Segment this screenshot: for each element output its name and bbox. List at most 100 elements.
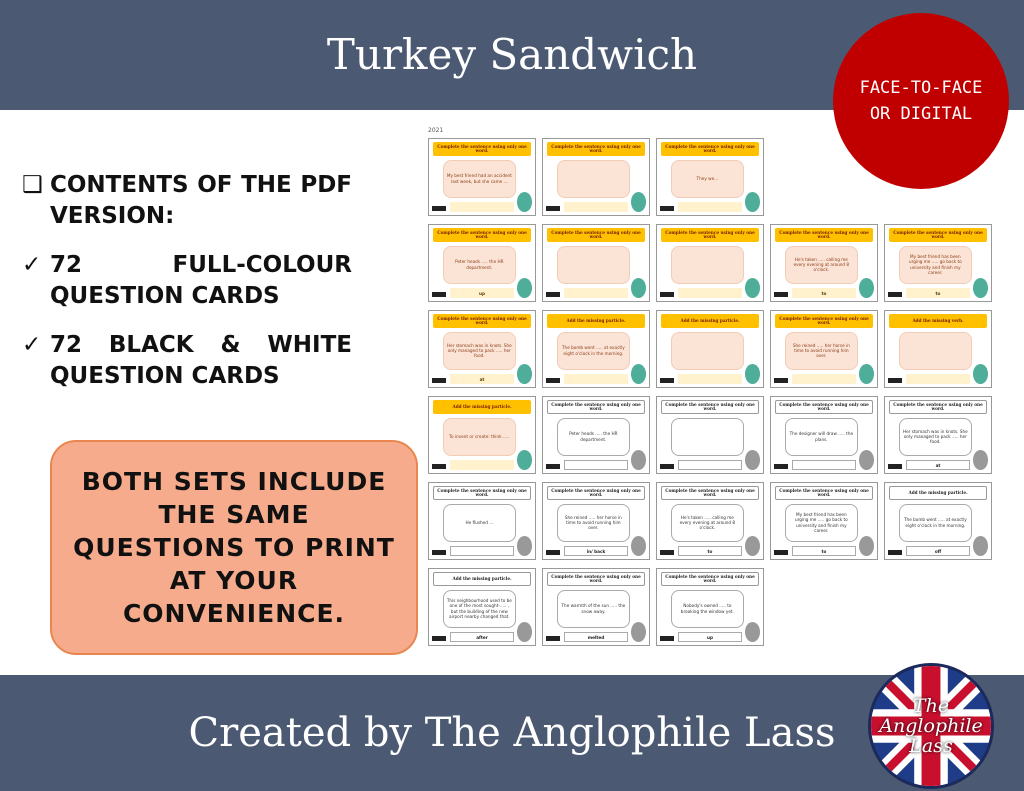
card-instruction: Complete the sentence using only one wor… bbox=[661, 400, 759, 415]
mascot-icon bbox=[517, 622, 532, 642]
question-card: Complete the sentence using only one wor… bbox=[884, 396, 992, 474]
card-instruction: Add the missing particle. bbox=[547, 314, 645, 329]
mascot-icon bbox=[859, 364, 874, 384]
question-card: Complete the sentence using only one wor… bbox=[428, 224, 536, 302]
card-question: The designer will draw ..... the plans. bbox=[784, 417, 858, 456]
card-instruction: Complete the sentence using only one wor… bbox=[775, 400, 873, 415]
page-year: 2021 bbox=[428, 127, 444, 134]
card-answer: up bbox=[450, 288, 514, 298]
publisher-logo-icon bbox=[546, 549, 560, 556]
mascot-icon bbox=[973, 364, 988, 384]
mascot-icon bbox=[631, 364, 646, 384]
format-badge: FACE-TO-FACE OR DIGITAL bbox=[833, 13, 1009, 189]
card-answer: up bbox=[678, 632, 742, 642]
card-answer bbox=[678, 460, 742, 470]
mascot-icon bbox=[631, 192, 646, 212]
publisher-logo-icon bbox=[546, 377, 560, 384]
card-question: Peter heads ..... the HR department. bbox=[442, 245, 516, 284]
callout-box: BOTH SETS INCLUDE THE SAME QUESTIONS TO … bbox=[50, 440, 418, 655]
card-instruction: Complete the sentence using only one wor… bbox=[547, 142, 645, 157]
card-question bbox=[670, 417, 744, 456]
card-question: Her stomach was in knots. She only manag… bbox=[898, 417, 972, 456]
card-question bbox=[556, 245, 630, 284]
card-answer: melted bbox=[564, 632, 628, 642]
question-card: Complete the sentence using only one wor… bbox=[656, 138, 764, 216]
question-card: Add the missing verb. bbox=[884, 310, 992, 388]
question-card: Complete the sentence using only one wor… bbox=[770, 310, 878, 388]
checkmark-icon: ✓ bbox=[22, 252, 42, 278]
question-card: Complete the sentence using only one wor… bbox=[428, 482, 536, 560]
publisher-logo-icon bbox=[660, 291, 674, 298]
card-instruction: Complete the sentence using only one wor… bbox=[433, 486, 531, 501]
contents-list: ❑CONTENTS OF THE PDF VERSION: ✓72 FULL-C… bbox=[22, 170, 352, 410]
publisher-logo-icon bbox=[546, 635, 560, 642]
card-answer bbox=[906, 374, 970, 384]
card-question: To invent or create: think ..... bbox=[442, 417, 516, 456]
mascot-icon bbox=[859, 536, 874, 556]
publisher-logo-icon bbox=[888, 377, 902, 384]
mascot-icon bbox=[745, 364, 760, 384]
publisher-logo-icon bbox=[432, 635, 446, 642]
card-question: He's taken ..... calling me every evenin… bbox=[784, 245, 858, 284]
card-instruction: Add the missing particle. bbox=[889, 486, 987, 501]
footer-credit: Created by The Anglophile Lass bbox=[188, 710, 836, 756]
mascot-icon bbox=[973, 450, 988, 470]
mascot-icon bbox=[517, 450, 532, 470]
card-question: The bomb went ..... at exactly eight o'c… bbox=[898, 503, 972, 542]
card-question bbox=[898, 331, 972, 370]
mascot-icon bbox=[745, 192, 760, 212]
card-question: The warmth of the sun ..... the snow awa… bbox=[556, 589, 630, 628]
publisher-logo-icon bbox=[660, 549, 674, 556]
card-answer bbox=[450, 460, 514, 470]
card-instruction: Complete the sentence using only one wor… bbox=[547, 400, 645, 415]
publisher-logo-icon bbox=[660, 463, 674, 470]
mascot-icon bbox=[517, 364, 532, 384]
card-answer bbox=[792, 460, 856, 470]
card-answer bbox=[450, 546, 514, 556]
publisher-logo-icon bbox=[432, 291, 446, 298]
page-title: Turkey Sandwich bbox=[326, 30, 698, 79]
union-jack-icon bbox=[871, 666, 991, 786]
card-question: They we... bbox=[670, 159, 744, 198]
card-question: My best friend had an accident last week… bbox=[442, 159, 516, 198]
card-instruction: Add the missing verb. bbox=[889, 314, 987, 329]
question-card: Complete the sentence using only one wor… bbox=[656, 396, 764, 474]
publisher-logo-icon bbox=[660, 635, 674, 642]
question-card: Complete the sentence using only one wor… bbox=[884, 224, 992, 302]
mascot-icon bbox=[973, 278, 988, 298]
question-card: Complete the sentence using only one wor… bbox=[656, 224, 764, 302]
card-question bbox=[670, 245, 744, 284]
card-answer: to bbox=[678, 546, 742, 556]
card-instruction: Add the missing particle. bbox=[661, 314, 759, 329]
question-card: Complete the sentence using only one wor… bbox=[542, 138, 650, 216]
card-answer: to bbox=[906, 288, 970, 298]
card-answer bbox=[678, 374, 742, 384]
publisher-logo-icon bbox=[774, 463, 788, 470]
card-question: She reined ..... her horse in time to av… bbox=[556, 503, 630, 542]
publisher-logo-icon bbox=[774, 549, 788, 556]
card-answer: to bbox=[792, 288, 856, 298]
question-card: Complete the sentence using only one wor… bbox=[542, 482, 650, 560]
question-card: Complete the sentence using only one wor… bbox=[428, 138, 536, 216]
card-question bbox=[670, 331, 744, 370]
card-instruction: Complete the sentence using only one wor… bbox=[775, 228, 873, 243]
publisher-logo-icon bbox=[546, 463, 560, 470]
contents-heading: ❑CONTENTS OF THE PDF VERSION: bbox=[22, 170, 352, 232]
publisher-logo-icon bbox=[888, 463, 902, 470]
card-answer bbox=[678, 288, 742, 298]
contents-item-text: 72 BLACK & WHITE QUESTION CARDS bbox=[50, 332, 352, 389]
anglophile-lass-logo: The Anglophile Lass bbox=[868, 663, 994, 789]
mascot-icon bbox=[859, 278, 874, 298]
checkmark-icon: ✓ bbox=[22, 332, 42, 358]
card-instruction: Complete the sentence using only one wor… bbox=[661, 228, 759, 243]
publisher-logo-icon bbox=[546, 205, 560, 212]
question-card: Add the missing particle.This neighbourh… bbox=[428, 568, 536, 646]
publisher-logo-icon bbox=[888, 549, 902, 556]
mascot-icon bbox=[631, 622, 646, 642]
card-question: The bomb went ..... at exactly eight o'c… bbox=[556, 331, 630, 370]
card-answer bbox=[792, 374, 856, 384]
card-answer bbox=[678, 202, 742, 212]
question-card: Add the missing particle. The bomb went .… bbox=[542, 310, 650, 388]
card-instruction: Complete the sentence using only one wor… bbox=[661, 142, 759, 157]
